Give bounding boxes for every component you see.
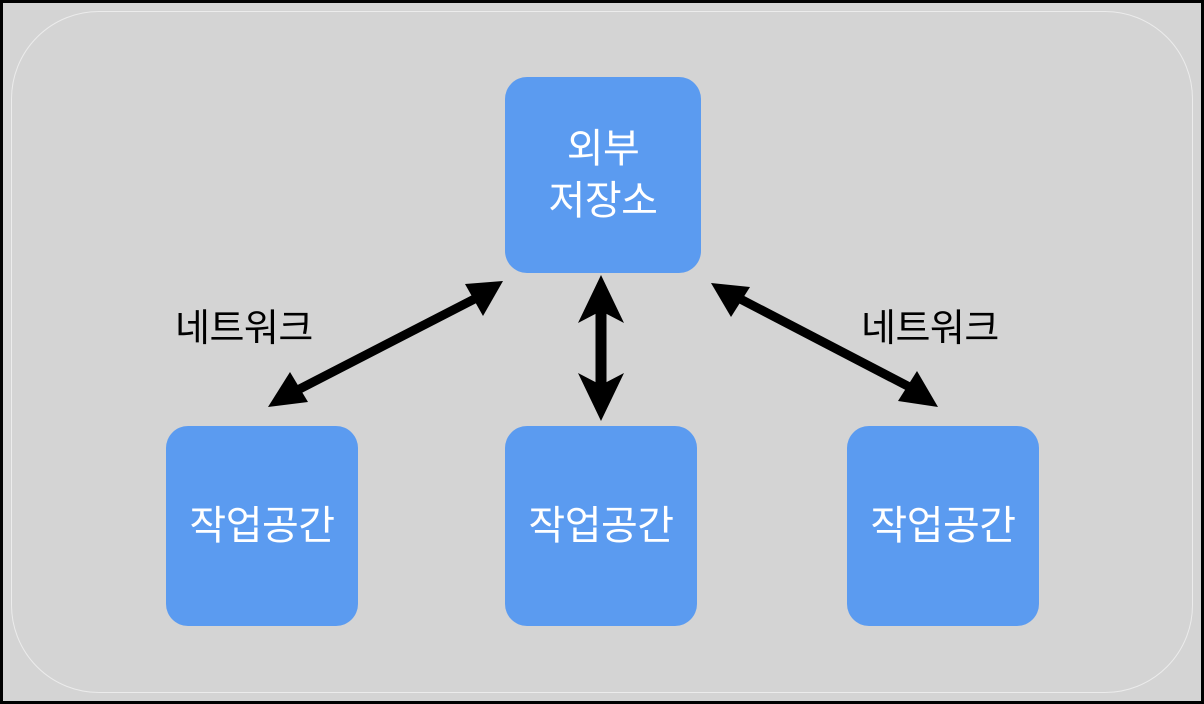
node-workspace-3[interactable]: 작업공간: [847, 426, 1039, 626]
node-external-storage[interactable]: 외부 저장소: [505, 77, 701, 273]
architecture-diagram: 외부 저장소 작업공간 작업공간 작업공간 네트워크 네트워크: [3, 3, 1201, 701]
edge-label-network-left: 네트워크: [175, 308, 313, 350]
node-workspace-1-label: 작업공간: [189, 504, 335, 548]
edge-left-arrow: [268, 281, 503, 407]
node-external-storage-label: 외부 저장소: [548, 127, 658, 223]
node-workspace-3-label: 작업공간: [870, 504, 1016, 548]
node-workspace-2-label: 작업공간: [528, 504, 674, 548]
node-workspace-2[interactable]: 작업공간: [505, 426, 697, 626]
edge-right-arrow: [711, 283, 938, 407]
slide-panel: 외부 저장소 작업공간 작업공간 작업공간 네트워크 네트워크: [3, 3, 1201, 701]
edge-center-arrow: [578, 275, 624, 421]
edge-label-network-right: 네트워크: [861, 308, 999, 350]
node-workspace-1[interactable]: 작업공간: [166, 426, 358, 626]
arrow-layer: [268, 275, 938, 421]
